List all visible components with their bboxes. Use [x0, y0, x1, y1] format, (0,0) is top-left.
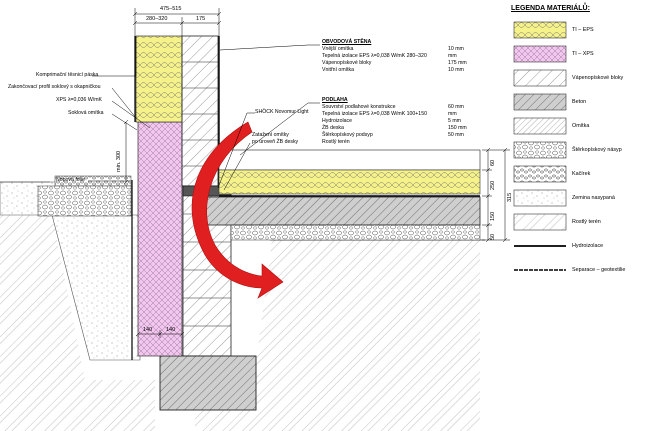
xps-plinth	[137, 121, 183, 357]
wall-spec-row-value: mm	[448, 53, 457, 59]
shock-label: SHÖCK Novomur Light	[255, 109, 309, 115]
right-dims	[482, 147, 510, 243]
right-leaders	[217, 44, 320, 191]
dim-top-insulation: 280–320	[146, 16, 168, 22]
wall-spec-row-name: Vnitřní omítka	[322, 67, 355, 73]
floor-spec-row-name: ŽB deska	[322, 125, 344, 131]
legend-label: TI – EPS	[572, 27, 594, 33]
legend-swatches	[513, 21, 567, 271]
legend-swatch-omitka	[513, 117, 567, 135]
legend-label: Vápenopískové bloky	[572, 75, 624, 81]
floor-spec-row-name: Hydroizolace	[322, 118, 352, 124]
legend-title: LEGENDA MATERIÁLŮ:	[511, 5, 590, 12]
floor-spec-title: PODLAHA	[322, 97, 348, 103]
label-sealing-tape: Komprimační těsnicí páska	[36, 72, 99, 78]
legend-swatch-eps	[513, 21, 567, 39]
floor-spec-row-value: 150 mm	[448, 125, 467, 131]
dim-top-wall: 175	[196, 16, 206, 22]
top-dimensions	[132, 8, 222, 36]
dim-top-total: 475–515	[160, 6, 182, 12]
wall-spec-row-name: Tepelná izolace EPS λ=0,038 W/mK 280–320	[322, 53, 427, 59]
floor-layers	[193, 149, 481, 241]
dim-min300: min. 300	[116, 150, 122, 172]
dim-plinth-1: 140	[143, 327, 153, 333]
floor-spec-row-value: 50 mm	[448, 132, 464, 138]
wall-spec-row-value: 10 mm	[448, 46, 464, 52]
wall-spec-row-name: Vápenopískové bloky	[322, 60, 372, 66]
wall-spec-row-name: Vnější omítka	[322, 46, 354, 52]
legend-label: Hydroizolace	[572, 243, 604, 249]
legend-label: Beton	[572, 99, 587, 105]
plinth-dims	[135, 330, 185, 338]
load-label-2: po úroveň ŽB desky	[252, 139, 299, 145]
wall-spec-row-value: 175 mm	[448, 60, 467, 66]
legend-swatch-pebble	[513, 165, 567, 183]
legend-swatch-blocks	[513, 69, 567, 87]
floor-spec-row-value: 60 mm	[448, 104, 464, 110]
label-plinth-profile: Zakončovací profil soklový s okapničkou	[8, 84, 101, 90]
legend-swatch-soil	[513, 189, 567, 207]
legend-swatch-xps	[513, 45, 567, 63]
legend-swatch-ground	[513, 213, 567, 231]
wall-spec-title: OBVODOVÁ STĚNA	[322, 39, 372, 45]
eps-wall-insulation	[135, 35, 183, 123]
floor-spec-row-value: 5 mm	[448, 118, 461, 124]
floor-spec-row-name: Tepelná izolace EPS λ=0,038 W/mK 100+150	[322, 111, 427, 117]
legend-swatch-gravel	[513, 141, 567, 159]
legend-swatch-beton	[513, 93, 567, 111]
min300-dim	[123, 119, 129, 185]
floor-spec-row-name: Štěrkopískový podsyp	[322, 132, 373, 138]
dim-right-315: 315	[507, 192, 513, 202]
legend-label: Štěrkopískový násyp	[572, 147, 622, 153]
floor-spec-row-name: Rostlý terén	[322, 139, 350, 145]
dim-plinth-2: 140	[166, 327, 176, 333]
legend-label: Separace – geotextilie	[572, 267, 626, 273]
thermal-bridge-arrow	[191, 121, 284, 299]
dim-right-250: 250	[490, 180, 496, 190]
dim-right-50: 50	[490, 233, 496, 240]
dim-right-60: 60	[490, 159, 496, 166]
legend-label: Rostlý terén	[572, 219, 601, 225]
label-xps: XPS λ=0,036 W/mK	[56, 97, 102, 103]
wall-spec-row-value: 10 mm	[448, 67, 464, 73]
footing	[159, 355, 257, 411]
gravel-drain	[37, 185, 132, 217]
label-dimple-membrane: Nopová folie	[56, 177, 85, 183]
left-leaders	[88, 36, 151, 182]
legend-label: TI – XPS	[572, 51, 594, 57]
dim-right-150: 150	[490, 211, 496, 221]
legend-label: Kačírek	[572, 171, 591, 177]
floor-spec-row-name: Souvrství podlahové konstrukce	[322, 104, 396, 110]
legend-label: Omítka	[572, 123, 590, 129]
floor-spec-row-value: mm	[448, 111, 457, 117]
load-label-1: Zatažení omítky	[252, 132, 289, 138]
label-plinth-plaster: Soklová omítka	[68, 110, 104, 116]
legend-label: Zemina nasypaná	[572, 195, 615, 201]
